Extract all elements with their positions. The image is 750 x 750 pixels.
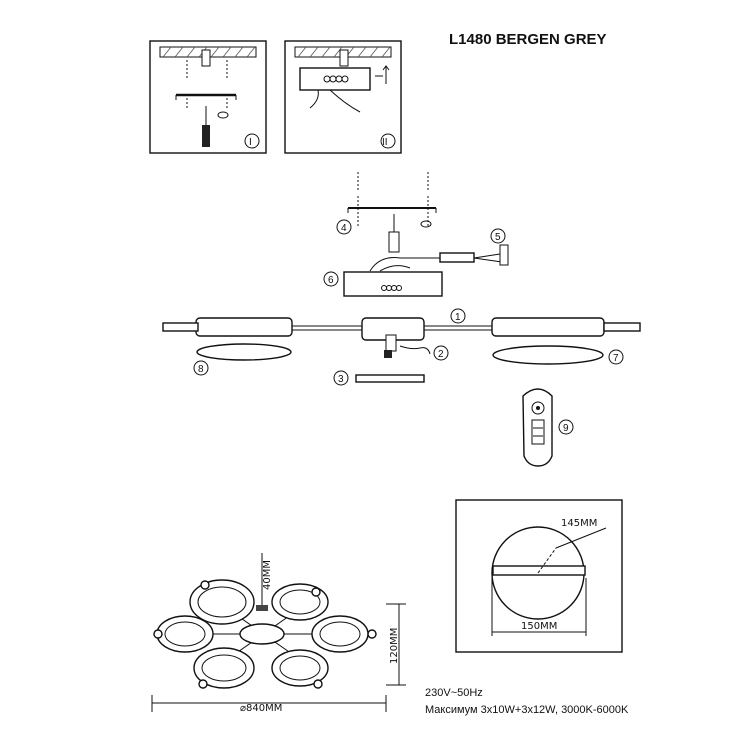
screwdriver-icon-2: [388, 214, 400, 253]
callout-5: 5: [495, 232, 501, 243]
disc-top-dimension: 145MM: [561, 518, 597, 529]
top-view-drawing: 40MM 120MM ⌀840MM: [151, 553, 406, 714]
exploded-view: 4 5 6 1 2: [162, 172, 641, 467]
step-one-label: I: [249, 137, 252, 148]
height-dimension: 120MM: [389, 628, 400, 664]
callout-3: 3: [338, 374, 344, 385]
callout-2: 2: [438, 349, 444, 360]
voltage-spec: 230V~50Hz: [425, 687, 483, 699]
power-spec: Максимум 3x10W+3x12W, 3000K-6000K: [425, 704, 629, 716]
callout-6: 6: [328, 275, 334, 286]
diameter-dimension: ⌀840MM: [240, 703, 282, 714]
step-two-panel: II: [284, 40, 402, 154]
step-one-panel: I: [149, 40, 267, 154]
remote-control-icon: [522, 388, 553, 467]
driver-icon: [381, 285, 402, 291]
callout-9: 9: [563, 423, 569, 434]
disc-detail-panel: 145MM 150MM: [455, 499, 623, 653]
disc-width-dimension: 150MM: [521, 621, 557, 632]
callout-7: 7: [613, 353, 619, 364]
step-two-label: II: [382, 137, 388, 148]
callout-1: 1: [455, 312, 461, 323]
product-title: L1480 BERGEN GREY: [449, 31, 607, 48]
disc-thickness-dimension: 40MM: [262, 560, 273, 590]
terminal-block-icon: [323, 75, 349, 83]
callout-4: 4: [341, 223, 347, 234]
callout-8: 8: [198, 364, 204, 375]
screwdriver-icon: [202, 106, 210, 147]
